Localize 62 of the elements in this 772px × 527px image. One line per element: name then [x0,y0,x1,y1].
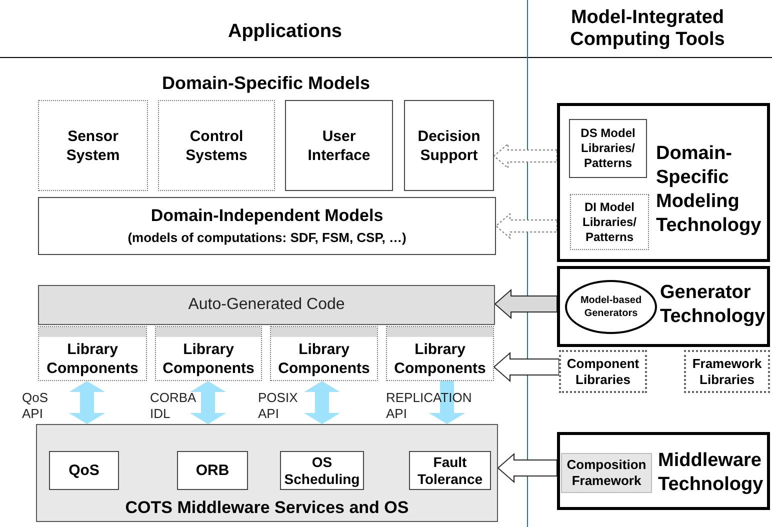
api-label: QoS API [22,390,50,422]
model-box [285,100,393,191]
block-arrow [497,452,558,484]
box-label: Library Components [46,340,140,378]
box-label: Framework Libraries [691,356,763,388]
model-box [158,100,275,191]
heading: Applications [226,20,343,44]
box-label: ORB [196,461,230,480]
library-box [569,119,647,178]
block-arrow [429,381,465,424]
double-arrow [69,381,105,424]
box-label: User Interface [306,126,372,164]
model-layer-box [38,197,496,255]
box-label: Library Components [277,340,371,378]
library-box [155,326,262,381]
box-label: Domain-Independent Models [150,206,384,226]
service-box [409,451,491,490]
box-label: Sensor System [65,126,121,164]
library-box [570,194,649,250]
block-arrow [494,288,558,320]
heading: Model-Integrated Computing Tools [569,7,726,51]
box-label: OS Scheduling [283,454,361,488]
library-box [270,326,378,381]
double-arrow [190,381,226,424]
library-box [559,350,647,393]
block-arrow [493,352,560,382]
model-box [404,100,494,191]
model-box [38,100,148,191]
tool-box [557,432,770,510]
block-arrow [495,212,558,240]
box-label: Control Systems [184,126,248,164]
box-label: Library Components [393,340,487,378]
library-box [684,350,770,393]
api-label: CORBA IDL [150,390,197,422]
box-label: DI Model Libraries/ Patterns [581,200,638,244]
service-box [49,451,119,490]
box-label: Model-based Generators [579,294,643,320]
box-label: Generator Technology [660,281,766,329]
box-label: QoS [68,461,100,480]
box-label: Composition Framework [566,457,648,489]
service-box [177,451,248,490]
api-label: POSIX API [258,390,299,422]
middleware-layer-box [36,424,498,522]
library-box [386,326,494,381]
box-label: Auto-Generated Code [188,295,345,315]
heading: Domain-Specific Models [160,72,372,94]
box-label: Middleware Technology [658,449,764,497]
box-label: (models of computations: SDF, FSM, CSP, …) [128,230,406,246]
tool-box [557,103,770,262]
box-label: Component Libraries [566,356,640,388]
box-label: Library Components [162,340,256,378]
double-arrow [304,381,340,424]
box-label: DS Model Libraries/ Patterns [580,126,636,171]
library-box [38,326,147,381]
code-layer-box [38,285,495,325]
block-arrow [493,142,558,170]
box-label: Fault Tolerance [416,454,484,488]
box-label: Decision Support [416,126,482,164]
box-label: Domain-Specific Modeling Technology [656,142,762,238]
box-label: COTS Middleware Services and OS [124,497,410,519]
tool-box [557,266,770,347]
api-label: REPLICATION API [386,390,473,422]
